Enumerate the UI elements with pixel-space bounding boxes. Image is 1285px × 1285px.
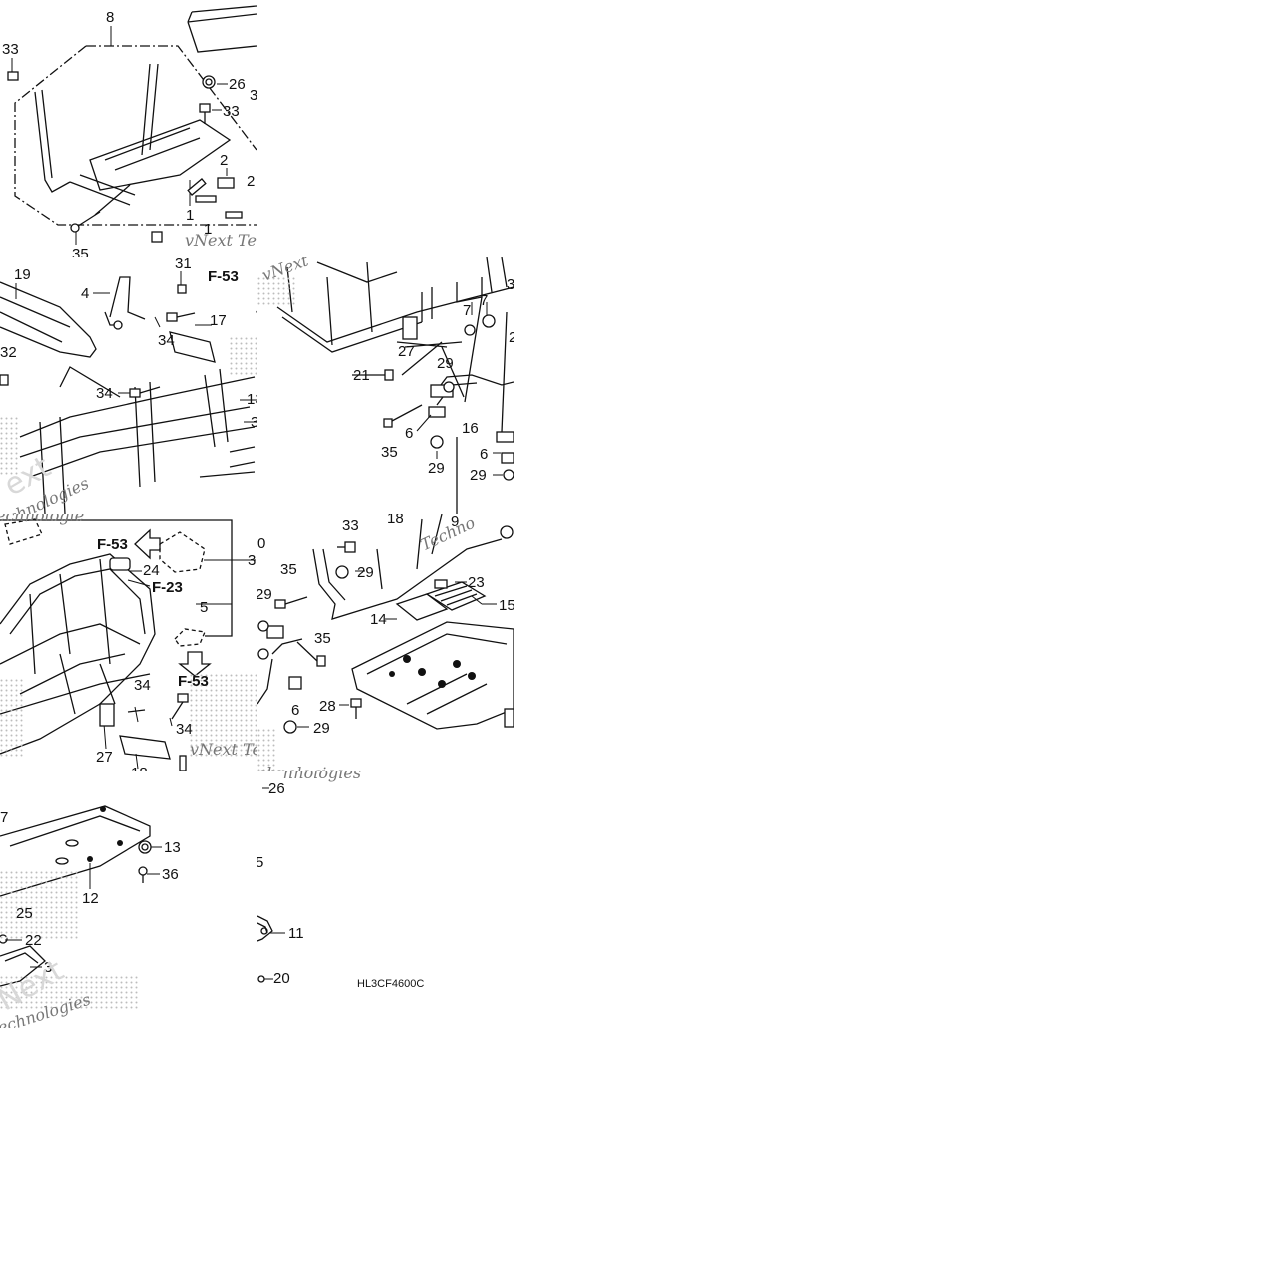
fasteners-drawing [257, 787, 285, 983]
main-frame-drawing [0, 518, 257, 771]
callout-25: 25 [16, 905, 33, 922]
callout-33: 33 [2, 41, 19, 58]
callout-3: 3 [250, 87, 257, 104]
callout-12: 12 [82, 890, 99, 907]
callout-3: 3 [248, 552, 257, 569]
watermark-technologies: chnologies [257, 766, 344, 772]
callout-4: 4 [81, 285, 90, 302]
callout-21: 21 [353, 367, 370, 384]
watermark-technologies: echnologie [0, 514, 85, 525]
diagram-tile-main-frame: F-53 24 F-23 3 5 F-53 34 34 27 18 vNext … [0, 514, 257, 771]
callout-13: 13 [247, 391, 257, 408]
callout-33: 33 [223, 103, 240, 120]
diagram-tile-rear-frame: 8 33 26 3 33 2 2 1 1 35 vNext Te [0, 0, 257, 257]
ref-f23: F-23 [152, 579, 183, 596]
callout-22: 22 [25, 932, 42, 949]
callout-11: 11 [288, 925, 304, 942]
callout-6: 6 [405, 425, 414, 442]
callout-34: 34 [134, 677, 151, 694]
callout-19: 19 [14, 266, 31, 283]
callout-16: 16 [462, 420, 479, 437]
callout-18: 18 [387, 514, 404, 527]
diagram-tile-underside: 7 13 36 12 25 22 3 echnologies Next [0, 771, 257, 1028]
callout-34: 34 [158, 332, 175, 349]
rear-frame-drawing [7, 5, 257, 245]
underside-drawing [0, 805, 162, 1011]
callout-29: 29 [257, 586, 272, 603]
callout-29: 29 [357, 564, 374, 581]
callout-36: 36 [251, 414, 257, 431]
callout-7: 7 [0, 809, 9, 826]
callout-35: 35 [314, 630, 331, 647]
watermark-technologies: hnologies [283, 771, 362, 782]
watermark-vnext: vNext Te [185, 231, 257, 250]
callout-14: 14 [370, 611, 387, 628]
diagram-tile-center-frame: 7 7 3 2 27 29 21 16 6 35 29 6 29 vNext [257, 257, 514, 514]
callout-31: 31 [175, 257, 192, 272]
callout-20: 20 [273, 970, 290, 987]
callout-34: 34 [176, 721, 193, 738]
diagram-tile-fasteners: 26 5 11 20 hnologies HL3CF4600C [257, 771, 447, 1028]
callout-35: 35 [72, 246, 89, 257]
watermark-vnext: vNext Tec [190, 740, 257, 759]
callout-18: 18 [131, 766, 148, 771]
callout-23: 23 [468, 574, 485, 591]
callout-1: 1 [204, 221, 213, 238]
callout-29: 29 [313, 720, 330, 737]
callout-34: 34 [96, 385, 113, 402]
callout-24: 24 [143, 562, 160, 579]
callout-13: 13 [164, 839, 181, 856]
diagram-tile-front-frame: 19 4 31 F-53 4 17 32 34 34 13 36 echnolo… [0, 257, 257, 514]
callout-27: 27 [96, 749, 113, 766]
diagram-code: HL3CF4600C [357, 978, 425, 990]
front-frame-drawing [0, 271, 257, 514]
callout-29: 29 [428, 460, 445, 477]
center-frame-drawing [257, 257, 514, 514]
callout-17: 17 [210, 312, 227, 329]
callout-6: 6 [480, 446, 489, 463]
callout-35: 35 [381, 444, 398, 461]
callout-7: 7 [480, 292, 489, 309]
callout-26: 26 [229, 76, 246, 93]
callout-29: 29 [470, 467, 487, 484]
callout-4: 4 [256, 303, 257, 318]
callout-2: 2 [220, 152, 229, 169]
callout-28: 28 [319, 698, 336, 715]
callout-36: 36 [162, 866, 179, 883]
callout-35: 35 [280, 561, 297, 578]
callout-8: 8 [106, 9, 115, 26]
callout-33: 33 [342, 517, 359, 534]
diagram-tile-skid-plate: 0 18 9 33 29 35 23 29 15 14 35 6 28 29 T… [257, 514, 514, 771]
callout-9: 9 [451, 514, 460, 530]
ref-f53: F-53 [178, 673, 209, 690]
callout-3: 3 [507, 276, 514, 293]
callout-6: 6 [291, 702, 300, 719]
callout-3: 3 [44, 959, 53, 976]
callout-15: 15 [499, 597, 514, 614]
callout-0: 0 [257, 535, 266, 552]
callout-2: 2 [247, 173, 256, 190]
ref-f53: F-53 [208, 268, 239, 285]
callout-1: 1 [186, 207, 195, 224]
callout-5: 5 [257, 854, 264, 871]
callout-7: 7 [463, 302, 472, 319]
skid-plate-drawing [257, 514, 514, 771]
callout-29: 29 [437, 355, 454, 372]
callout-5: 5 [200, 599, 209, 616]
callout-32: 32 [0, 344, 17, 361]
callout-27: 27 [398, 343, 415, 360]
ref-f53: F-53 [97, 536, 128, 553]
callout-2: 2 [509, 329, 514, 346]
callout-26: 26 [268, 780, 285, 797]
